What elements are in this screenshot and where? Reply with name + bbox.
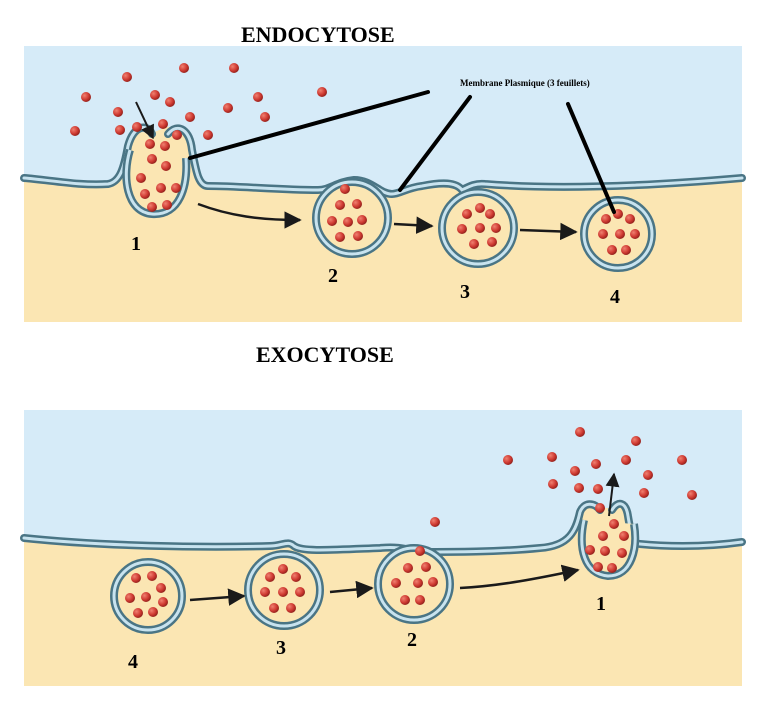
membrane-label: Membrane Plasmique (3 feuillets) bbox=[460, 78, 590, 88]
exo-step-3: 3 bbox=[276, 637, 286, 659]
exo-step-4: 4 bbox=[128, 651, 138, 673]
exo-arrow-3-2 bbox=[329, 580, 374, 599]
endo-entry-arrow bbox=[135, 101, 154, 140]
endocytose-panel bbox=[20, 46, 746, 322]
endo-particles-v1 bbox=[136, 139, 181, 212]
endo-step-4: 4 bbox=[610, 286, 620, 308]
exo-step-1: 1 bbox=[596, 593, 606, 615]
endo-arrow-1-2 bbox=[197, 202, 302, 229]
exocytose-panel bbox=[20, 410, 746, 686]
exo-release-arrow bbox=[605, 472, 620, 517]
endocytose-title: ENDOCYTOSE bbox=[241, 22, 395, 47]
endo-arrow-2-3 bbox=[393, 216, 434, 234]
exo-particles-outside bbox=[430, 427, 697, 527]
endo-step-1: 1 bbox=[131, 233, 141, 255]
exo-particles-v1 bbox=[585, 519, 629, 573]
exo-particles-v2 bbox=[391, 546, 438, 605]
extracellular-region bbox=[24, 46, 742, 194]
exo-particles-v3 bbox=[260, 564, 305, 613]
endo-vesicle-4 bbox=[580, 196, 656, 272]
exo-step-2: 2 bbox=[407, 629, 417, 651]
endo-particles-v3 bbox=[457, 203, 501, 249]
endo-step-2: 2 bbox=[328, 265, 338, 287]
exo-arrow-4-3 bbox=[189, 588, 246, 606]
endo-vesicle-2 bbox=[312, 178, 392, 258]
membrane-pointers bbox=[188, 90, 616, 214]
exo-vesicle-2 bbox=[374, 544, 454, 624]
exo-arrow-2-1 bbox=[459, 564, 580, 590]
endo-arrow-3-4 bbox=[519, 222, 578, 241]
exo-particles-v4 bbox=[125, 571, 168, 618]
exocytose-title: EXOCYTOSE bbox=[256, 342, 394, 367]
endo-particles-v2 bbox=[327, 184, 367, 242]
extracellular-region-exo bbox=[24, 410, 742, 552]
endo-particles-v4 bbox=[598, 209, 640, 255]
endo-step-3: 3 bbox=[460, 281, 470, 303]
endo-particles-outside bbox=[70, 63, 327, 140]
